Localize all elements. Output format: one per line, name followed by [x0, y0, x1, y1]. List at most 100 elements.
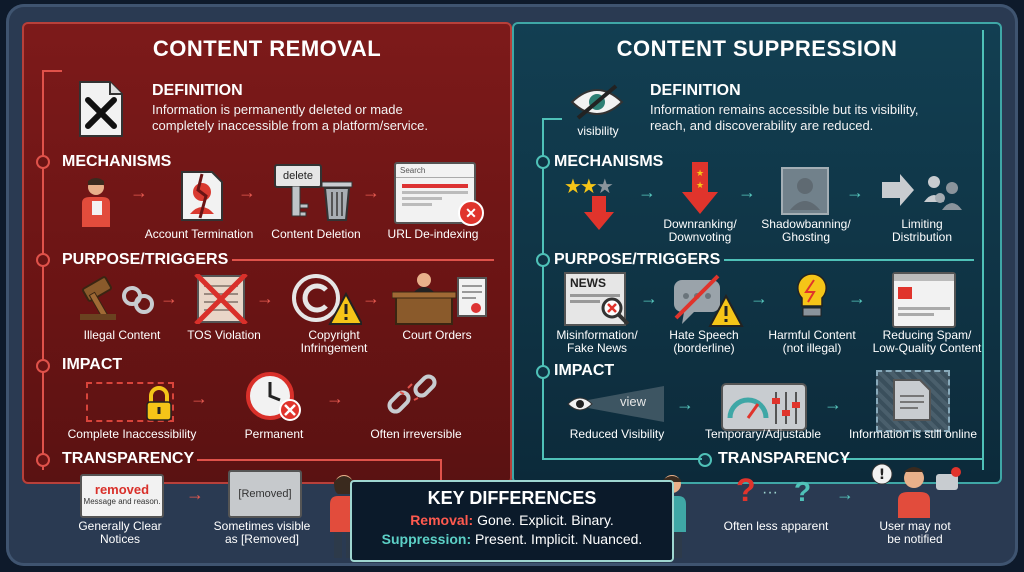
purpose-rule [232, 259, 494, 261]
gauge-sliders-icon [721, 383, 807, 431]
arrow-icon: → [256, 288, 274, 308]
impact-permanent: Permanent [244, 427, 304, 441]
document-icon [893, 379, 931, 421]
arrow-icon: → [824, 394, 842, 414]
impact-dot [36, 359, 50, 373]
mechanisms-dot [36, 155, 50, 169]
removed-placeholder-card: [Removed] [228, 470, 302, 518]
suppression-mechanisms-heading: MECHANISMS [554, 153, 664, 170]
arrow-icon: → [130, 182, 148, 202]
s-purpose-rule [724, 259, 974, 261]
key-differences-title: KEY DIFFERENCES [427, 488, 597, 508]
arrow-icon: → [238, 182, 256, 202]
removal-transparency-heading: TRANSPARENCY [62, 450, 195, 467]
key-removal-label: Removal: [410, 512, 474, 528]
purpose-misinformation-1: Misinformation/ [556, 328, 638, 342]
visibility-label: visibility [577, 124, 619, 138]
purpose-spam-2: Low-Quality Content [872, 341, 982, 355]
user-not-notified-icon: ! [871, 463, 961, 518]
removal-definition-heading: DEFINITION [152, 82, 243, 99]
suppression-panel: CONTENT SUPPRESSION visibility DEFINITIO… [512, 22, 1002, 484]
suppression-flow-top [542, 118, 562, 120]
mechanism-url-deindexing: URL De-indexing [387, 227, 479, 241]
search-label: Search [396, 164, 474, 178]
dashed-box [86, 382, 174, 422]
question-mark-teal-icon: ? [794, 476, 812, 507]
limiting-distribution-icon [882, 174, 962, 210]
purpose-court-orders: Court Orders [402, 328, 472, 342]
close-x-icon: ✕ [458, 200, 484, 226]
mechanism-account-termination: Account Termination [144, 227, 254, 241]
purpose-copyright: Copyright [308, 328, 360, 342]
suppression-title: CONTENT SUPPRESSION [616, 36, 898, 61]
removal-impact-heading: IMPACT [62, 356, 123, 373]
removal-purpose-heading: PURPOSE/TRIGGERS [62, 251, 229, 268]
eye-slash-icon [570, 84, 624, 120]
delete-key: delete [274, 164, 322, 188]
magnifier-x-icon [601, 297, 630, 326]
svg-text:!: ! [879, 467, 885, 483]
arrow-icon: → [362, 288, 380, 308]
key-removal-text: Gone. Explicit. Binary. [473, 512, 614, 528]
arrow-icon: → [160, 288, 178, 308]
speech-warning-icon [674, 274, 744, 327]
s-impact-dot [536, 365, 550, 379]
transparency-less-apparent: Often less apparent [723, 519, 829, 533]
still-online-card [876, 370, 950, 432]
removal-definition-line-2: completely inaccessible from a platform/… [152, 118, 428, 133]
trash-can-icon [321, 181, 353, 221]
key-suppression-label: Suppression: [381, 531, 472, 547]
removed-notice-card: removed Message and reason. [80, 474, 164, 518]
transparency-user-not-notified-1: User may not [879, 519, 951, 533]
arrow-icon: → [836, 484, 854, 504]
s-mechanisms-dot [536, 155, 550, 169]
mech-downranking-1: Downranking/ [663, 217, 737, 231]
svg-text:★: ★ [696, 169, 704, 179]
eye-beam-icon [567, 386, 664, 422]
broken-chain-icon [387, 374, 437, 414]
purpose-harmful-1: Harmful Content [768, 328, 856, 342]
suppression-flow-line [542, 118, 544, 458]
gavel-handcuffs-icon [80, 276, 154, 321]
transparency-dot [36, 453, 50, 467]
suppression-definition-heading: DEFINITION [650, 82, 741, 99]
removal-definition-line-1: Information is permanently deleted or ma… [152, 102, 403, 117]
s-purpose-dot [536, 253, 550, 267]
svg-text:★: ★ [696, 181, 704, 191]
search-results-window: Search [394, 162, 476, 224]
purpose-spam-1: Reducing Spam/ [882, 328, 972, 342]
spam-window-icon [892, 272, 956, 328]
suppression-definition-line-1: Information remains accessible but its v… [650, 102, 919, 117]
removal-panel: CONTENT REMOVAL DEFINITION Information i… [22, 22, 512, 484]
key-suppression-text: Present. Implicit. Nuanced. [471, 531, 643, 547]
impact-still-online: Information is still online [848, 427, 978, 441]
key-icon [291, 186, 309, 217]
clock-x-icon [246, 372, 301, 421]
removal-flow-line [42, 70, 44, 470]
mech-limiting-1: Limiting [901, 217, 943, 231]
mech-downranking-2: Downvoting [668, 230, 732, 244]
s-transparency-right [842, 458, 982, 460]
transparency-sometimes-visible-2: as [Removed] [224, 532, 300, 546]
transparency-drop [440, 459, 442, 484]
suppression-purpose-heading: PURPOSE/TRIGGERS [554, 251, 721, 268]
view-label: view [620, 394, 647, 409]
purpose-misinformation-2: Fake News [566, 341, 628, 355]
arrow-icon: → [750, 288, 768, 308]
removal-mechanisms-heading: MECHANISMS [62, 153, 172, 170]
transparency-clear-notices-1: Generally Clear [78, 519, 162, 533]
transparency-sometimes-visible-1: Sometimes visible [213, 519, 311, 533]
impact-complete-inaccessibility: Complete Inaccessibility [67, 427, 197, 441]
question-mark-icon: ? [736, 472, 756, 508]
key-removal-line: Removal: Gone. Explicit. Binary. [352, 512, 672, 528]
purpose-hate-speech-2: (borderline) [673, 341, 735, 355]
arrow-icon: → [848, 288, 866, 308]
crossed-document-icon [194, 274, 248, 324]
purpose-infringement: Infringement [300, 341, 368, 355]
lock-icon [146, 386, 172, 421]
arrow-icon: → [676, 394, 694, 414]
ghost-profile-icon [781, 167, 829, 215]
mech-shadowbanning-2: Ghosting [781, 230, 831, 244]
removal-flow-top [42, 70, 62, 72]
purpose-tos-violation: TOS Violation [187, 328, 261, 342]
